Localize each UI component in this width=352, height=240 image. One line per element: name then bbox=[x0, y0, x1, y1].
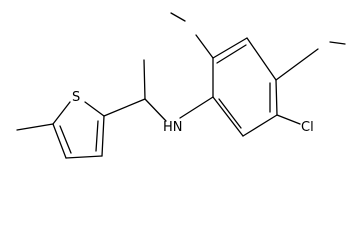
bond-nh-ch bbox=[144, 98, 167, 122]
bond-ring-5-inner bbox=[218, 98, 242, 129]
bond-ring-1 bbox=[212, 37, 248, 59]
atom-amine-label: HN bbox=[163, 120, 183, 135]
bond-ring-2 bbox=[246, 37, 277, 81]
bond-thio-s-c5 bbox=[52, 101, 71, 125]
bond-ch-thiophene bbox=[103, 98, 146, 117]
atom-sulfur-label: S bbox=[72, 90, 80, 105]
atom-chlorine-label: Cl bbox=[301, 120, 314, 135]
bond-thio-c5-c4-inner bbox=[59, 125, 72, 154]
structure-svg: S HN Cl bbox=[16, 12, 346, 159]
bond-o-ring-top bbox=[195, 34, 214, 59]
bond-thio-c3-c2-inner bbox=[95, 120, 99, 152]
bond-ring-3 bbox=[275, 79, 278, 116]
bond-ring-5 bbox=[212, 96, 244, 137]
bond-thio-methyl bbox=[16, 123, 54, 131]
bond-o-ring-right bbox=[275, 48, 319, 81]
bond-ring-cl bbox=[276, 114, 301, 125]
bond-thio-c3-c2 bbox=[101, 115, 105, 157]
bond-methyl-o-top bbox=[170, 12, 186, 22]
bond-ch-methyl bbox=[143, 59, 146, 100]
bond-methyl-o-right bbox=[329, 41, 346, 45]
bond-ring-1-inner bbox=[216, 44, 247, 64]
bond-thio-c4-c3 bbox=[65, 155, 103, 159]
bond-thio-c2-s bbox=[84, 101, 105, 117]
bond-ring-nh bbox=[179, 96, 214, 119]
molecule-structure: S HN Cl bbox=[16, 12, 346, 159]
bond-thio-c5-c4 bbox=[52, 123, 67, 159]
bond-ring-4 bbox=[242, 114, 278, 137]
